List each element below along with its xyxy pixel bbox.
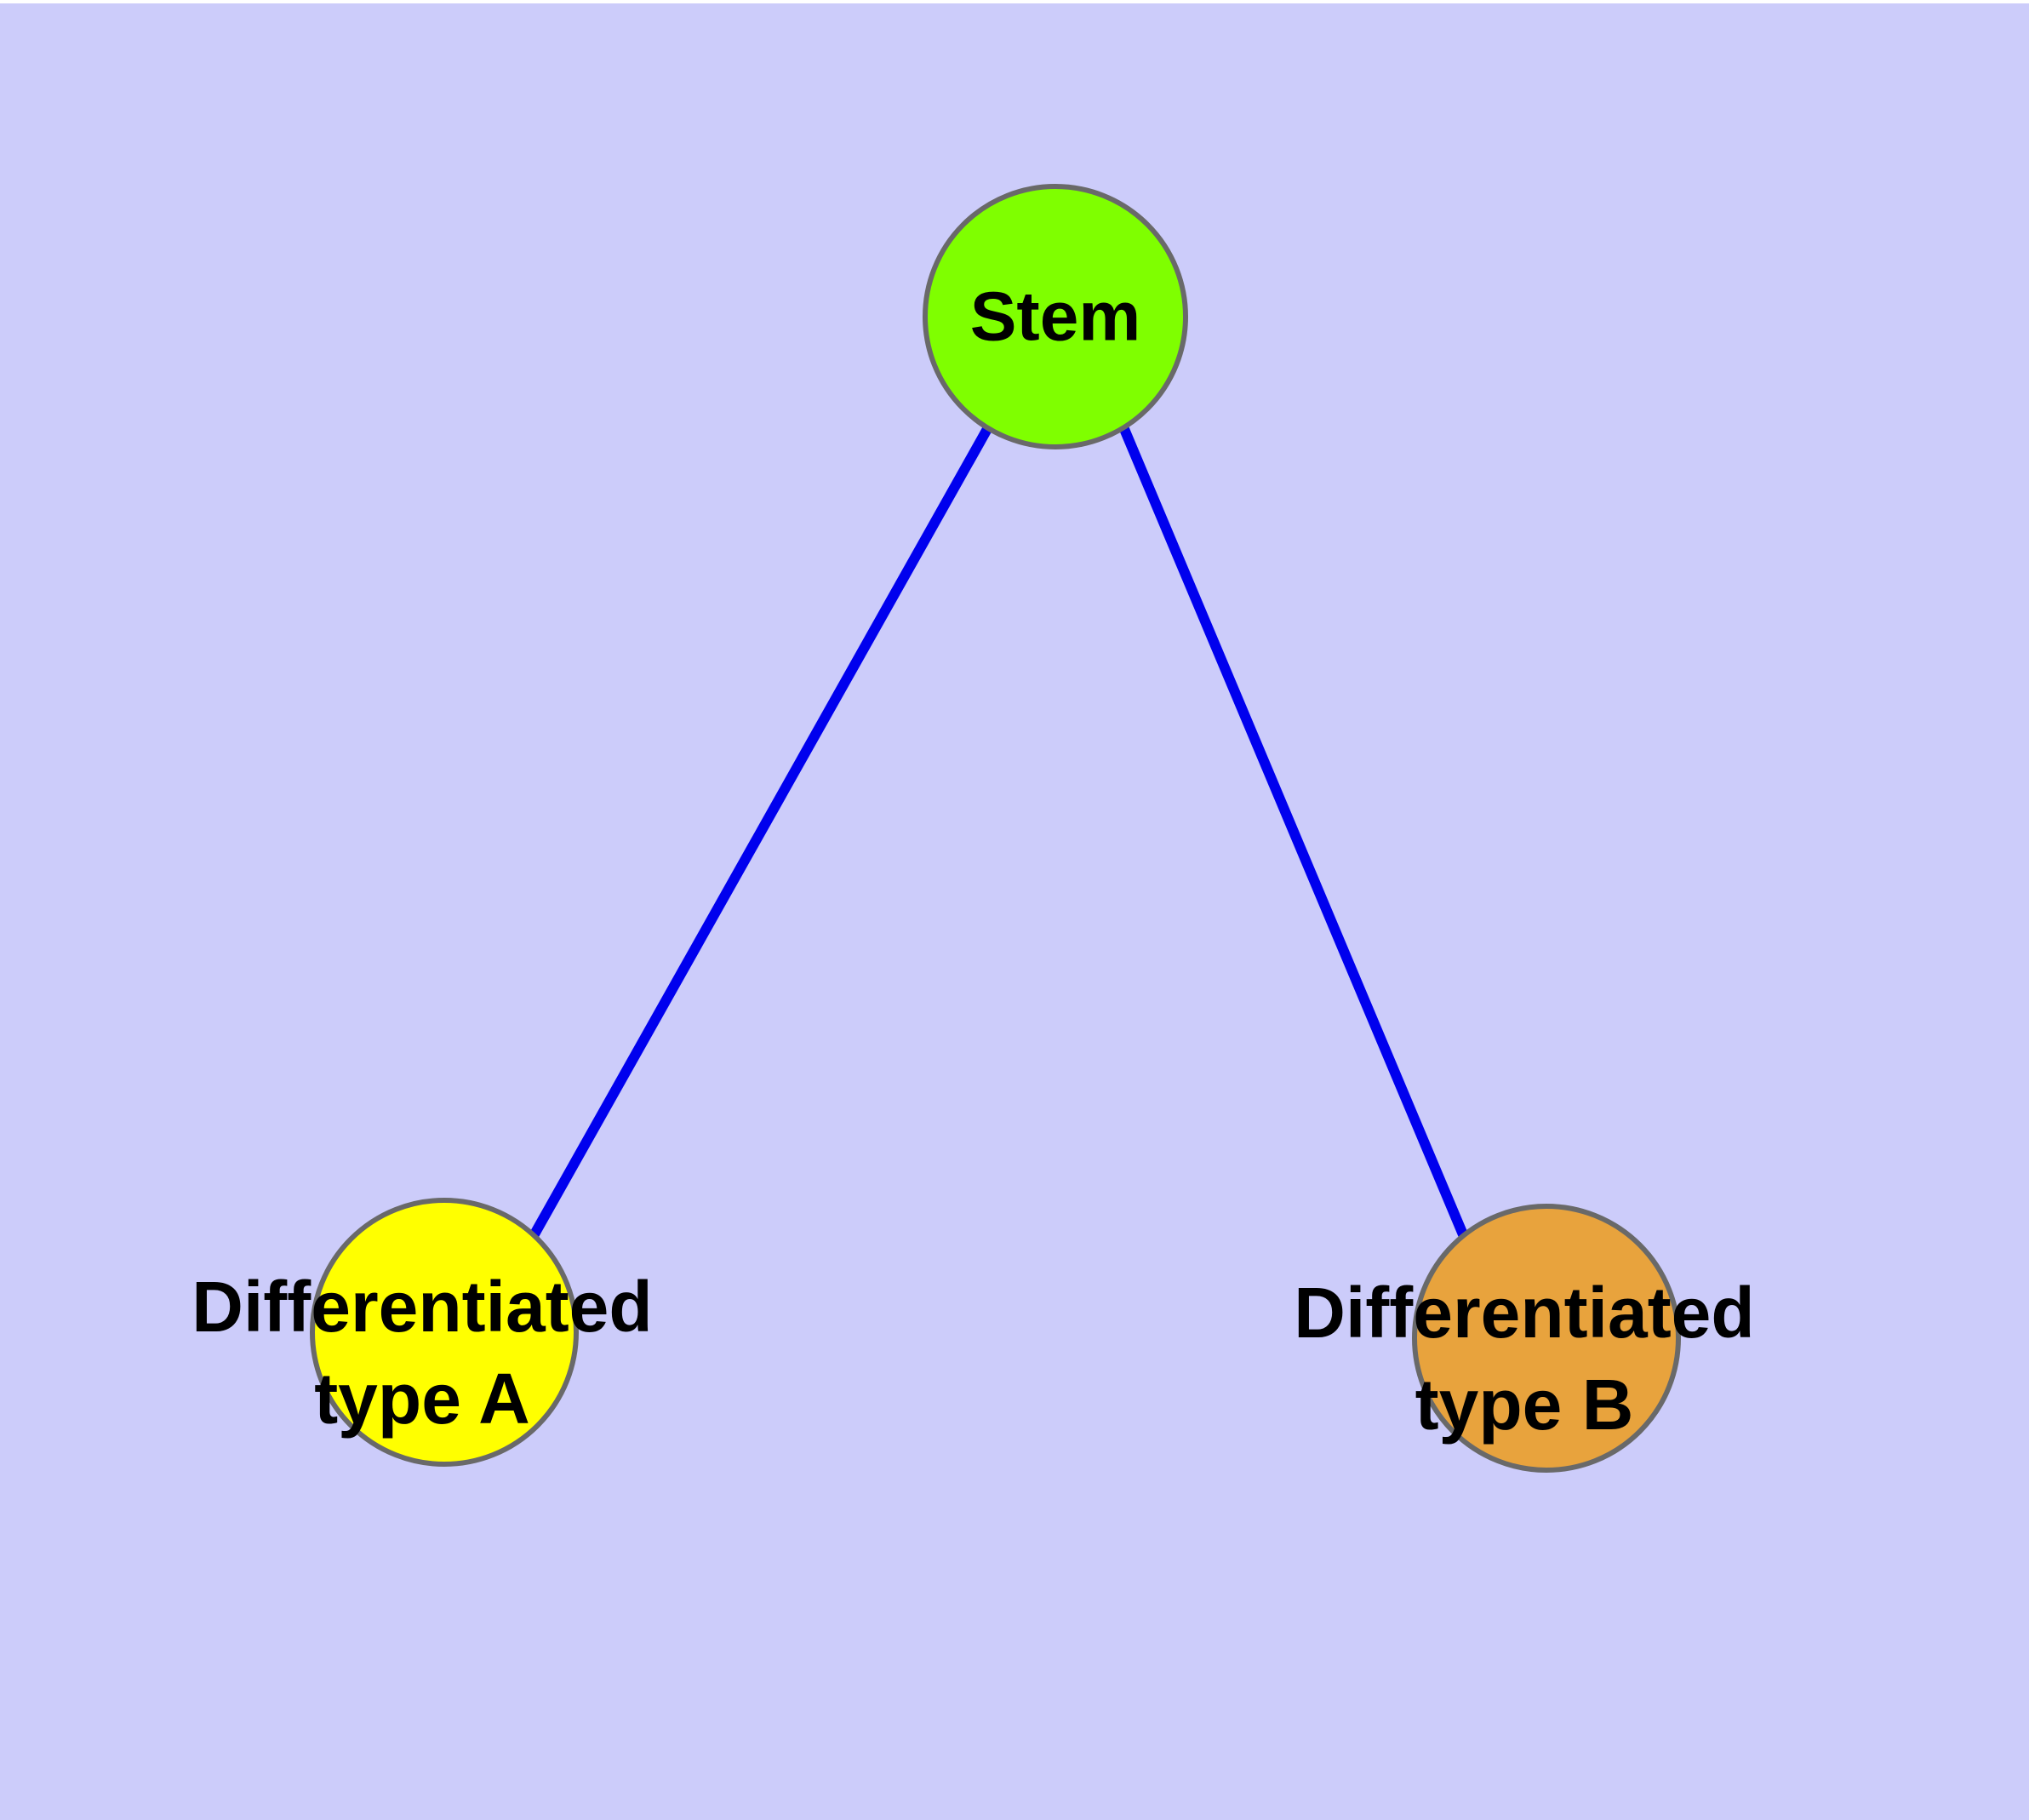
node-differentiated-type-b-label-line-2: type B <box>1415 1365 1634 1445</box>
node-stem-circle[interactable] <box>923 184 1188 449</box>
node-differentiated-type-b-circle[interactable] <box>1412 1204 1681 1473</box>
node-layer <box>310 184 1681 1473</box>
edge-stem-to-differentiated-type-b <box>1119 426 1470 1241</box>
edge-stem-to-differentiated-type-a <box>526 426 992 1243</box>
node-differentiated-type-a-circle[interactable] <box>310 1198 579 1467</box>
node-differentiated-type-a-label-line-2: type A <box>314 1359 530 1439</box>
label-layer: Stem Differentiated type A Differentiate… <box>191 278 1754 1445</box>
node-differentiated-type-a-label-line-1: Differentiated <box>191 1267 652 1347</box>
node-differentiated-type-b-label-line-1: Differentiated <box>1294 1273 1754 1353</box>
node-stem-label: Stem <box>970 278 1141 356</box>
edge-layer <box>526 426 1470 1243</box>
